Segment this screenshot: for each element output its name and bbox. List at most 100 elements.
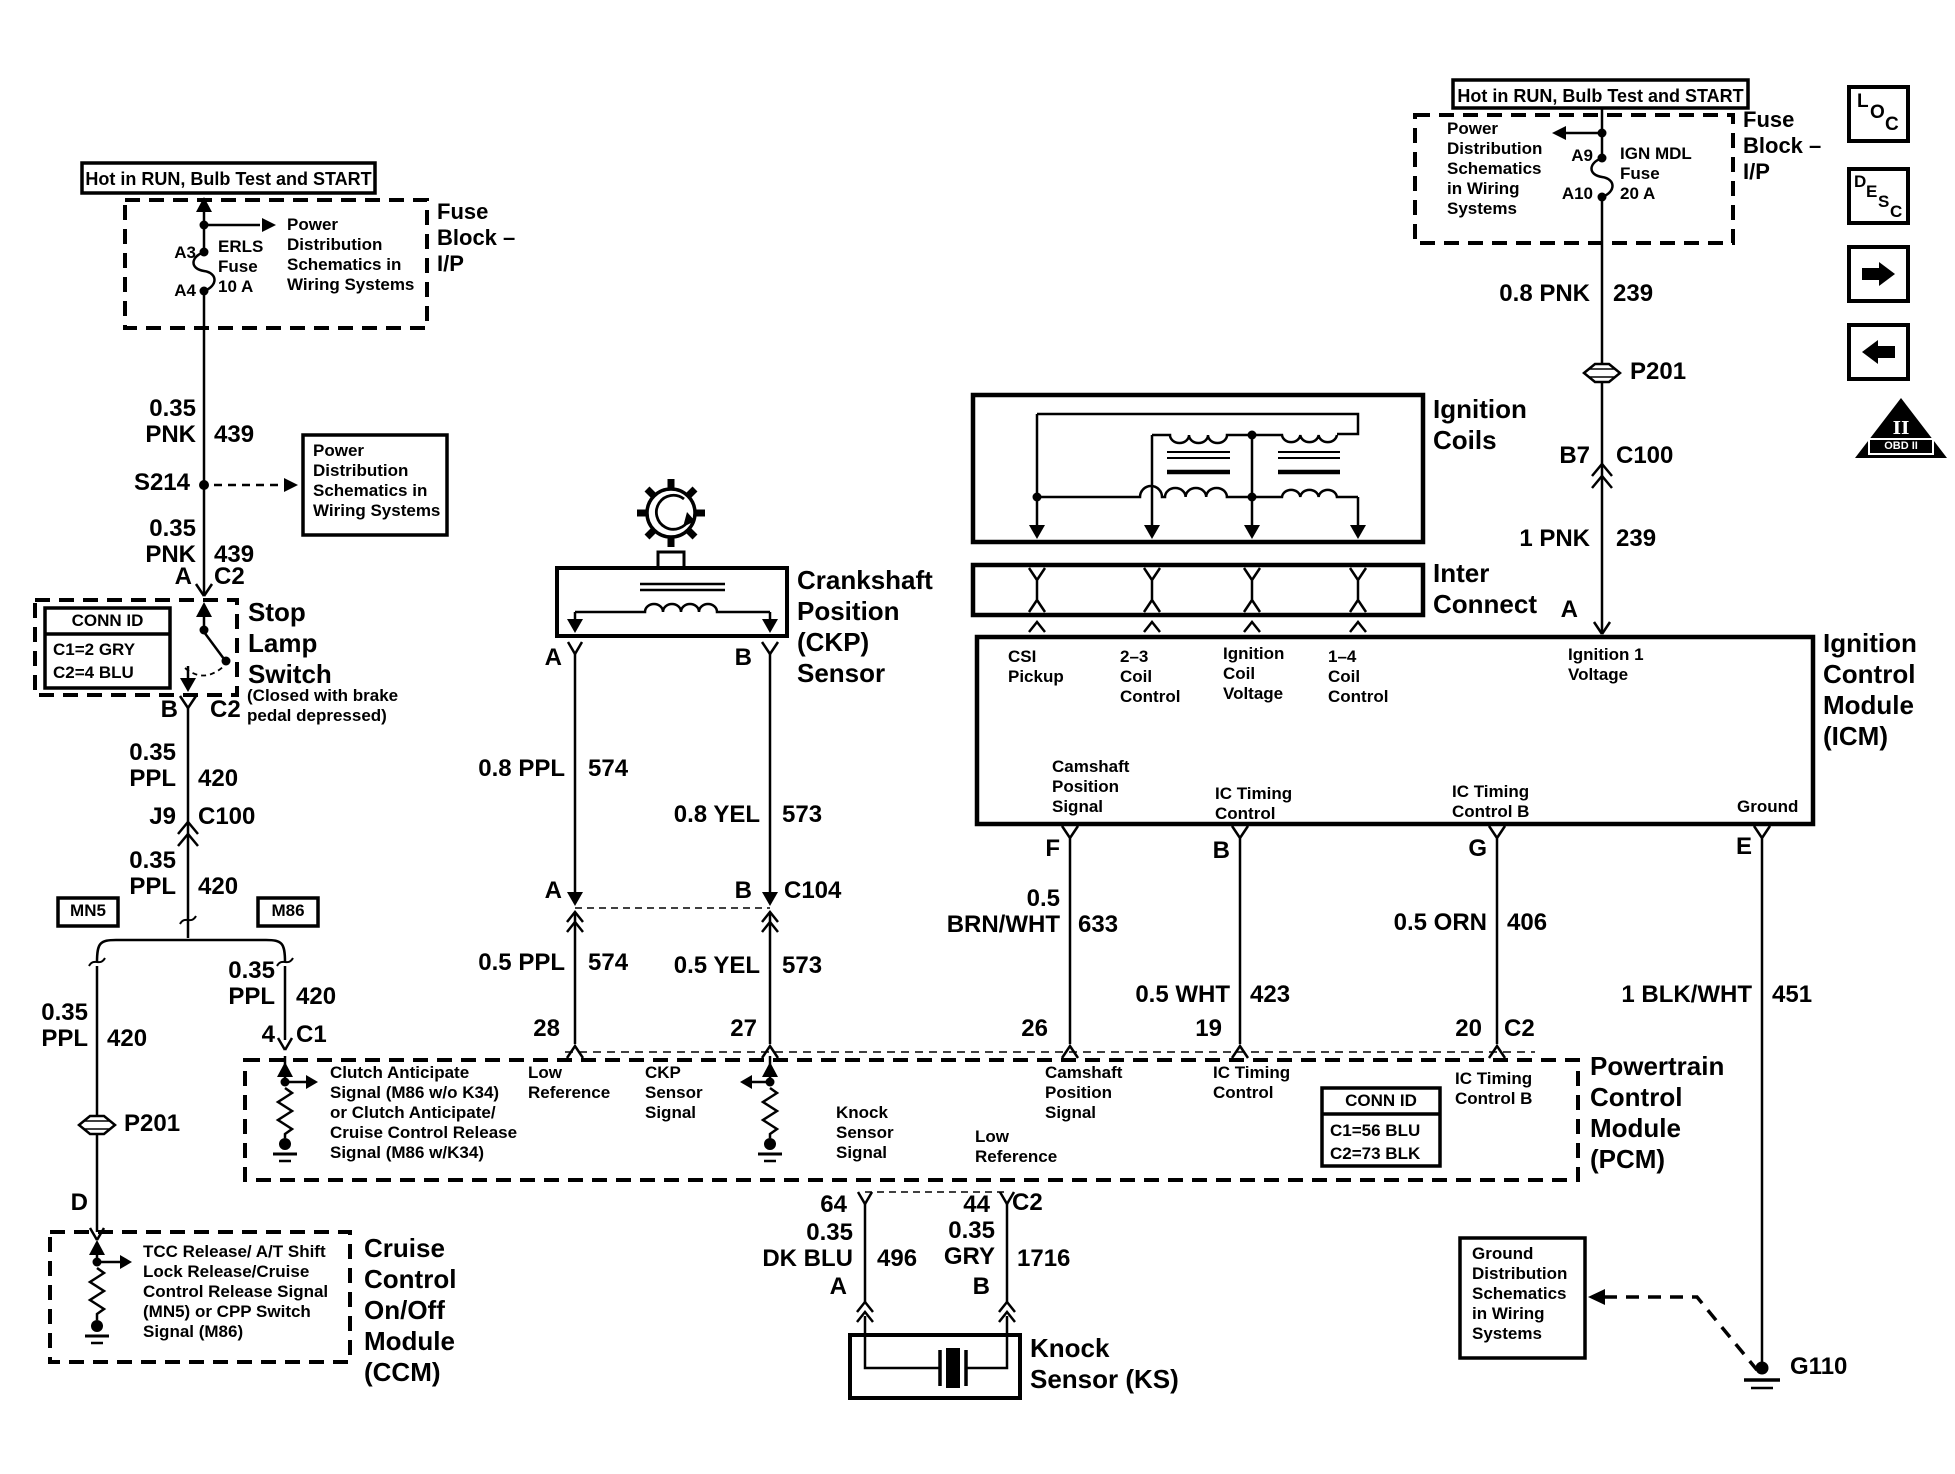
pcm-ckp-signal: CKP Sensor Signal	[645, 1063, 703, 1122]
wire-573b-gauge: 0.5 YEL	[673, 952, 760, 979]
stop-pin-a: A	[174, 563, 192, 590]
wire-574a-circuit: 574	[588, 755, 629, 782]
wire-439b-gauge: 0.35 PNK	[145, 515, 196, 568]
wire-420c-circuit: 420	[107, 1025, 148, 1052]
wire-451-circuit: 451	[1772, 981, 1813, 1008]
ks-pin-b: B	[972, 1273, 990, 1300]
pcm-pin-28: 28	[533, 1015, 560, 1042]
fuse-left-name: ERLS Fuse 10 A	[218, 237, 264, 296]
icm-pin-b: B	[1212, 837, 1230, 864]
wire-496-circuit: 496	[877, 1245, 918, 1272]
wire-406-circuit: 406	[1507, 909, 1548, 936]
pcm-pin-20: 20	[1455, 1015, 1482, 1042]
splice-note: Power Distribution Schematics in Wiring …	[313, 441, 441, 520]
pcm-low-ref-1: Low Reference	[528, 1063, 611, 1102]
icm-pin-f: F	[1045, 835, 1060, 862]
pcm-label: Powertrain Control Module (PCM)	[1590, 1051, 1725, 1174]
wire-496-gauge: 0.35 DK BLU	[762, 1219, 853, 1272]
ckp-label: Crankshaft Position (CKP) Sensor	[797, 565, 933, 688]
wire-439b-circuit: 439	[214, 541, 255, 568]
ccm-pin-d: D	[70, 1189, 88, 1216]
ignition-coils-label: Ignition Coils	[1433, 394, 1527, 455]
desc-button[interactable]: D E S C	[1847, 167, 1910, 225]
wire-574b-gauge: 0.5 PPL	[478, 949, 565, 976]
wire-633-circuit: 633	[1078, 911, 1119, 938]
tag-mn5: MN5	[70, 901, 106, 920]
icm-pcm-wires	[565, 825, 1772, 1362]
knock-sensor-wires	[856, 1191, 1016, 1386]
wire-574b-circuit: 574	[588, 949, 629, 976]
pcm-ic-timing: IC Timing Control	[1213, 1063, 1291, 1102]
icm-pin-g: G	[1468, 835, 1487, 862]
hot-left-label: Hot in RUN, Bulb Test and START	[85, 169, 372, 189]
wire-451-gauge: 1 BLK/WHT	[1621, 981, 1752, 1008]
next-page-button[interactable]	[1847, 245, 1910, 303]
wire-420b-circuit: 420	[198, 873, 239, 900]
wire-573a-circuit: 573	[782, 801, 823, 828]
loc-button[interactable]: L O C	[1847, 85, 1910, 143]
pcm-pin-4-conn: C1	[296, 1021, 327, 1048]
icm-coil-23: 2–3 Coil Control	[1120, 647, 1181, 706]
wire-573b-circuit: 573	[782, 952, 823, 979]
conn-id-stop-title: CONN ID	[71, 611, 144, 630]
knock-conn-c2: C2	[1012, 1189, 1043, 1216]
icm-cam-signal: Camshaft Position Signal	[1052, 757, 1130, 816]
desc-letter-e: E	[1866, 182, 1878, 201]
icm-label: Ignition Control Module (ICM)	[1823, 628, 1917, 751]
fuse-right-pin-top: A9	[1571, 146, 1593, 165]
wire-439a-circuit: 439	[214, 421, 255, 448]
ks-pin-a: A	[829, 1273, 847, 1300]
pcm-clutch-text: Clutch Anticipate Signal (M86 w/o K34) o…	[330, 1063, 518, 1162]
c104-pin-a: A	[544, 877, 562, 904]
pcm-low-ref-2: Low Reference	[975, 1127, 1058, 1166]
fuse-right-pin-bottom: A10	[1561, 184, 1593, 203]
conn-j9: J9	[149, 803, 176, 830]
p201-right-label: P201	[1630, 358, 1687, 385]
wire-420a-gauge: 0.35 PPL	[129, 739, 176, 792]
conn-id-pcm-title: CONN ID	[1345, 1091, 1417, 1110]
loc-letter-c: C	[1885, 114, 1899, 135]
obd2-label: OBD II	[1868, 438, 1934, 455]
solid-boxes	[43, 78, 1816, 1400]
wire-420d-circuit: 420	[296, 983, 337, 1010]
pcm-ic-timing-b: IC Timing Control B	[1455, 1069, 1533, 1108]
ckp-pin-a: A	[544, 644, 562, 671]
loc-letter-o: O	[1870, 102, 1885, 123]
ground-g110: G110	[1790, 1353, 1848, 1380]
ckp-sensor-symbol	[566, 479, 780, 1044]
obd2-badge: II OBD II	[1855, 398, 1947, 458]
conn-b7-c100: C100	[1616, 442, 1674, 469]
pcm-pin-26: 26	[1021, 1015, 1048, 1042]
prev-page-button[interactable]	[1847, 323, 1910, 381]
stop-lamp-switch-note: (Closed with brake pedal depressed)	[247, 686, 399, 725]
fuse-block-left-label: Fuse Block – I/P	[437, 199, 516, 276]
splice-s214: S214	[133, 469, 190, 496]
icm-ic-timing-b: IC Timing Control B	[1452, 782, 1530, 821]
hot-right-label: Hot in RUN, Bulb Test and START	[1457, 86, 1744, 106]
wire-406-gauge: 0.5 ORN	[1393, 909, 1487, 936]
wire-1716-gauge: 0.35 GRY	[943, 1217, 995, 1270]
pcm-pin-44: 44	[963, 1191, 990, 1218]
interconnect-wires	[1027, 567, 1368, 633]
fuse-right-name: IGN MDL Fuse 20 A	[1620, 144, 1692, 203]
pcm-pin-64: 64	[820, 1191, 847, 1218]
conn-id-stop-lines: C1=2 GRY C2=4 BLU	[53, 640, 136, 682]
pcm-cam-signal: Camshaft Position Signal	[1045, 1063, 1123, 1122]
knock-sensor-label: Knock Sensor (KS)	[1030, 1333, 1179, 1394]
conn-id-pcm-lines: C1=56 BLU C2=73 BLK	[1330, 1121, 1421, 1163]
wire-573a-gauge: 0.8 YEL	[673, 801, 760, 828]
wire-239a-gauge: 0.8 PNK	[1499, 280, 1590, 307]
fuse-left-pin-bottom: A4	[174, 281, 196, 300]
conn-b7: B7	[1559, 442, 1590, 469]
wire-420b-gauge: 0.35 PPL	[129, 847, 176, 900]
ccm-label: Cruise Control On/Off Module (CCM)	[364, 1233, 457, 1387]
icm-ic-timing: IC Timing Control	[1215, 784, 1293, 823]
tag-m86: M86	[271, 901, 305, 920]
ignition-coils-interior	[1035, 412, 1360, 534]
ground-run	[1604, 1295, 1780, 1390]
interconnect-label: Inter Connect	[1433, 558, 1537, 619]
stop-pin-b-conn: C2	[210, 696, 241, 723]
fuse-right-note: Power Distribution Schematics in Wiring …	[1447, 119, 1543, 218]
